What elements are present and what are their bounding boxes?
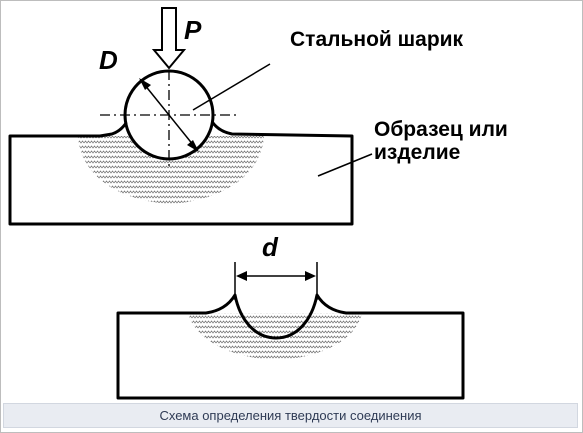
lower-figure xyxy=(116,262,465,400)
diameter-D-arrow xyxy=(139,78,199,152)
specimen-outline-lower xyxy=(116,293,465,400)
ball-leader-line xyxy=(192,63,271,111)
specimen-leader-line xyxy=(317,153,373,177)
force-arrow xyxy=(151,7,187,70)
force-label: P xyxy=(184,15,202,45)
specimen-label-line1: Образец или xyxy=(374,118,508,141)
upper-figure xyxy=(8,7,373,226)
diameter-d-dimension xyxy=(234,262,318,300)
ball-diameter-label: D xyxy=(99,45,118,75)
figure-caption: Схема определения твердости соединения xyxy=(3,403,578,428)
specimen-label-line2: изделие xyxy=(374,141,460,164)
deformation-zone-upper xyxy=(78,136,264,204)
impression-diameter-label: d xyxy=(262,232,279,262)
ball-label: Стальной шарик xyxy=(290,28,464,51)
